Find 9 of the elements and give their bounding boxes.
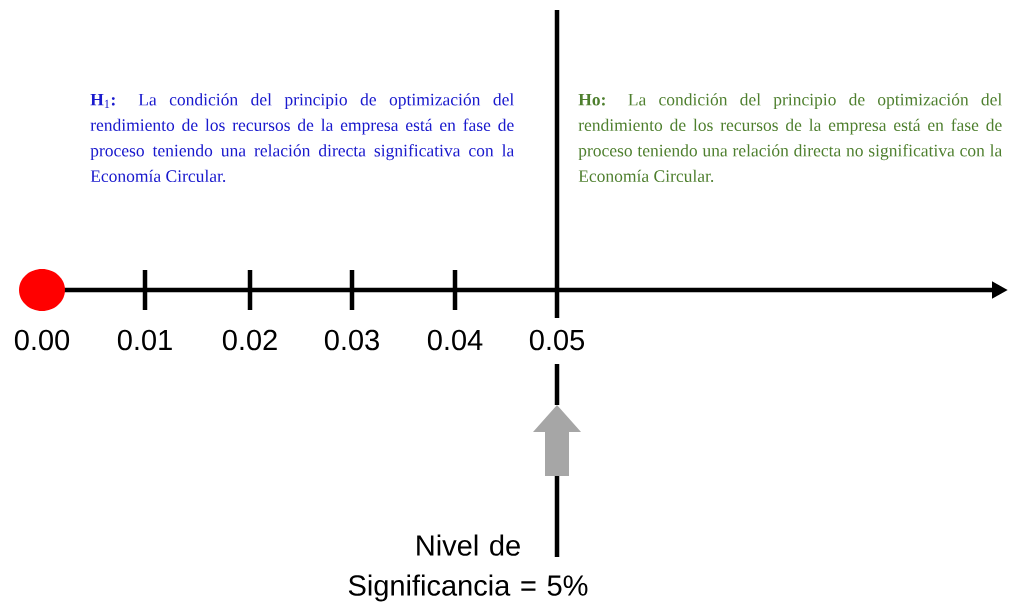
tick-label: 0.05 bbox=[529, 329, 584, 351]
tick-label: 0.02 bbox=[222, 329, 277, 351]
hypothesis-text: H$_{1}$: La condición del principio de optimización del rendimiento de los recursos de la empresa está en fase de proceso teniendo una relación directa significativa con la Economía Circular. bbox=[90, 93, 514, 183]
tick-label: 0.01 bbox=[117, 329, 172, 351]
hypothesis-text: Ho: La condición del principio de optimización del rendimiento de los recursos de la empresa está en fase de proceso teniendo una relación directa no significativa con la Economía Circular. bbox=[578, 93, 1003, 183]
significance-note: Nivel de Significancia = 5% bbox=[348, 534, 588, 602]
tick-label: 0.00 bbox=[14, 329, 70, 351]
tick-label: 0.03 bbox=[324, 329, 379, 351]
tick-label: 0.04 bbox=[427, 329, 483, 351]
